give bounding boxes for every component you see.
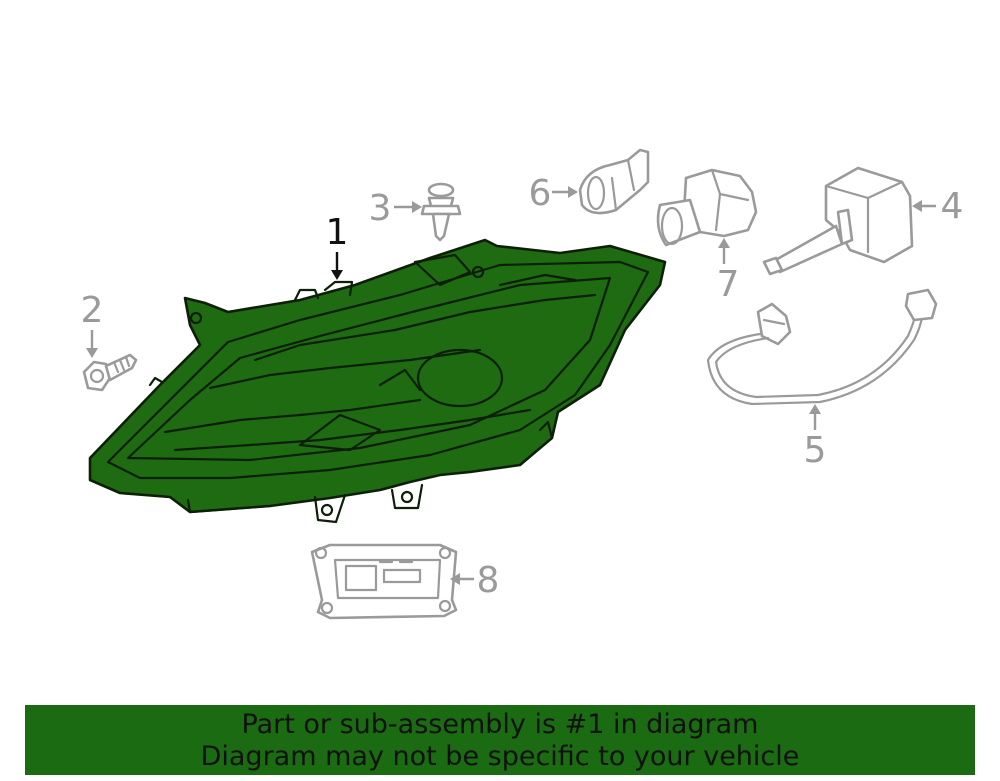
- info-banner: Part or sub-assembly is #1 in diagram Di…: [25, 705, 975, 775]
- banner-line-1: Part or sub-assembly is #1 in diagram: [241, 709, 759, 740]
- push-pin-part[interactable]: [420, 182, 462, 242]
- callout-1: 1: [326, 212, 349, 253]
- bulb-socket-part[interactable]: [656, 168, 758, 247]
- leader-5-arrow: [809, 404, 821, 414]
- callout-6: 6: [529, 173, 552, 214]
- parts-diagram: 1 2 3 6 7: [81, 148, 964, 620]
- screw-part[interactable]: [82, 353, 138, 392]
- control-module-part[interactable]: [310, 543, 458, 620]
- wiring-harness-part[interactable]: [706, 288, 938, 406]
- callout-7: 7: [717, 264, 740, 305]
- leader-4-arrow: [912, 200, 922, 212]
- callout-3: 3: [369, 188, 392, 229]
- leader-7-arrow: [718, 238, 730, 248]
- leader-6-arrow: [568, 186, 578, 198]
- callout-5: 5: [804, 430, 827, 471]
- banner-line-2: Diagram may not be specific to your vehi…: [200, 741, 800, 772]
- leader-2-arrow: [86, 348, 98, 358]
- leader-3-arrow: [412, 201, 422, 213]
- hid-bulb-part[interactable]: [762, 166, 914, 276]
- headlamp-assembly[interactable]: [88, 238, 667, 524]
- callout-8: 8: [477, 560, 500, 601]
- callout-2: 2: [81, 290, 104, 331]
- leader-8-arrow: [450, 573, 460, 585]
- leader-1-arrow: [331, 270, 343, 280]
- callout-4: 4: [941, 186, 964, 227]
- wedge-bulb-part[interactable]: [578, 148, 650, 215]
